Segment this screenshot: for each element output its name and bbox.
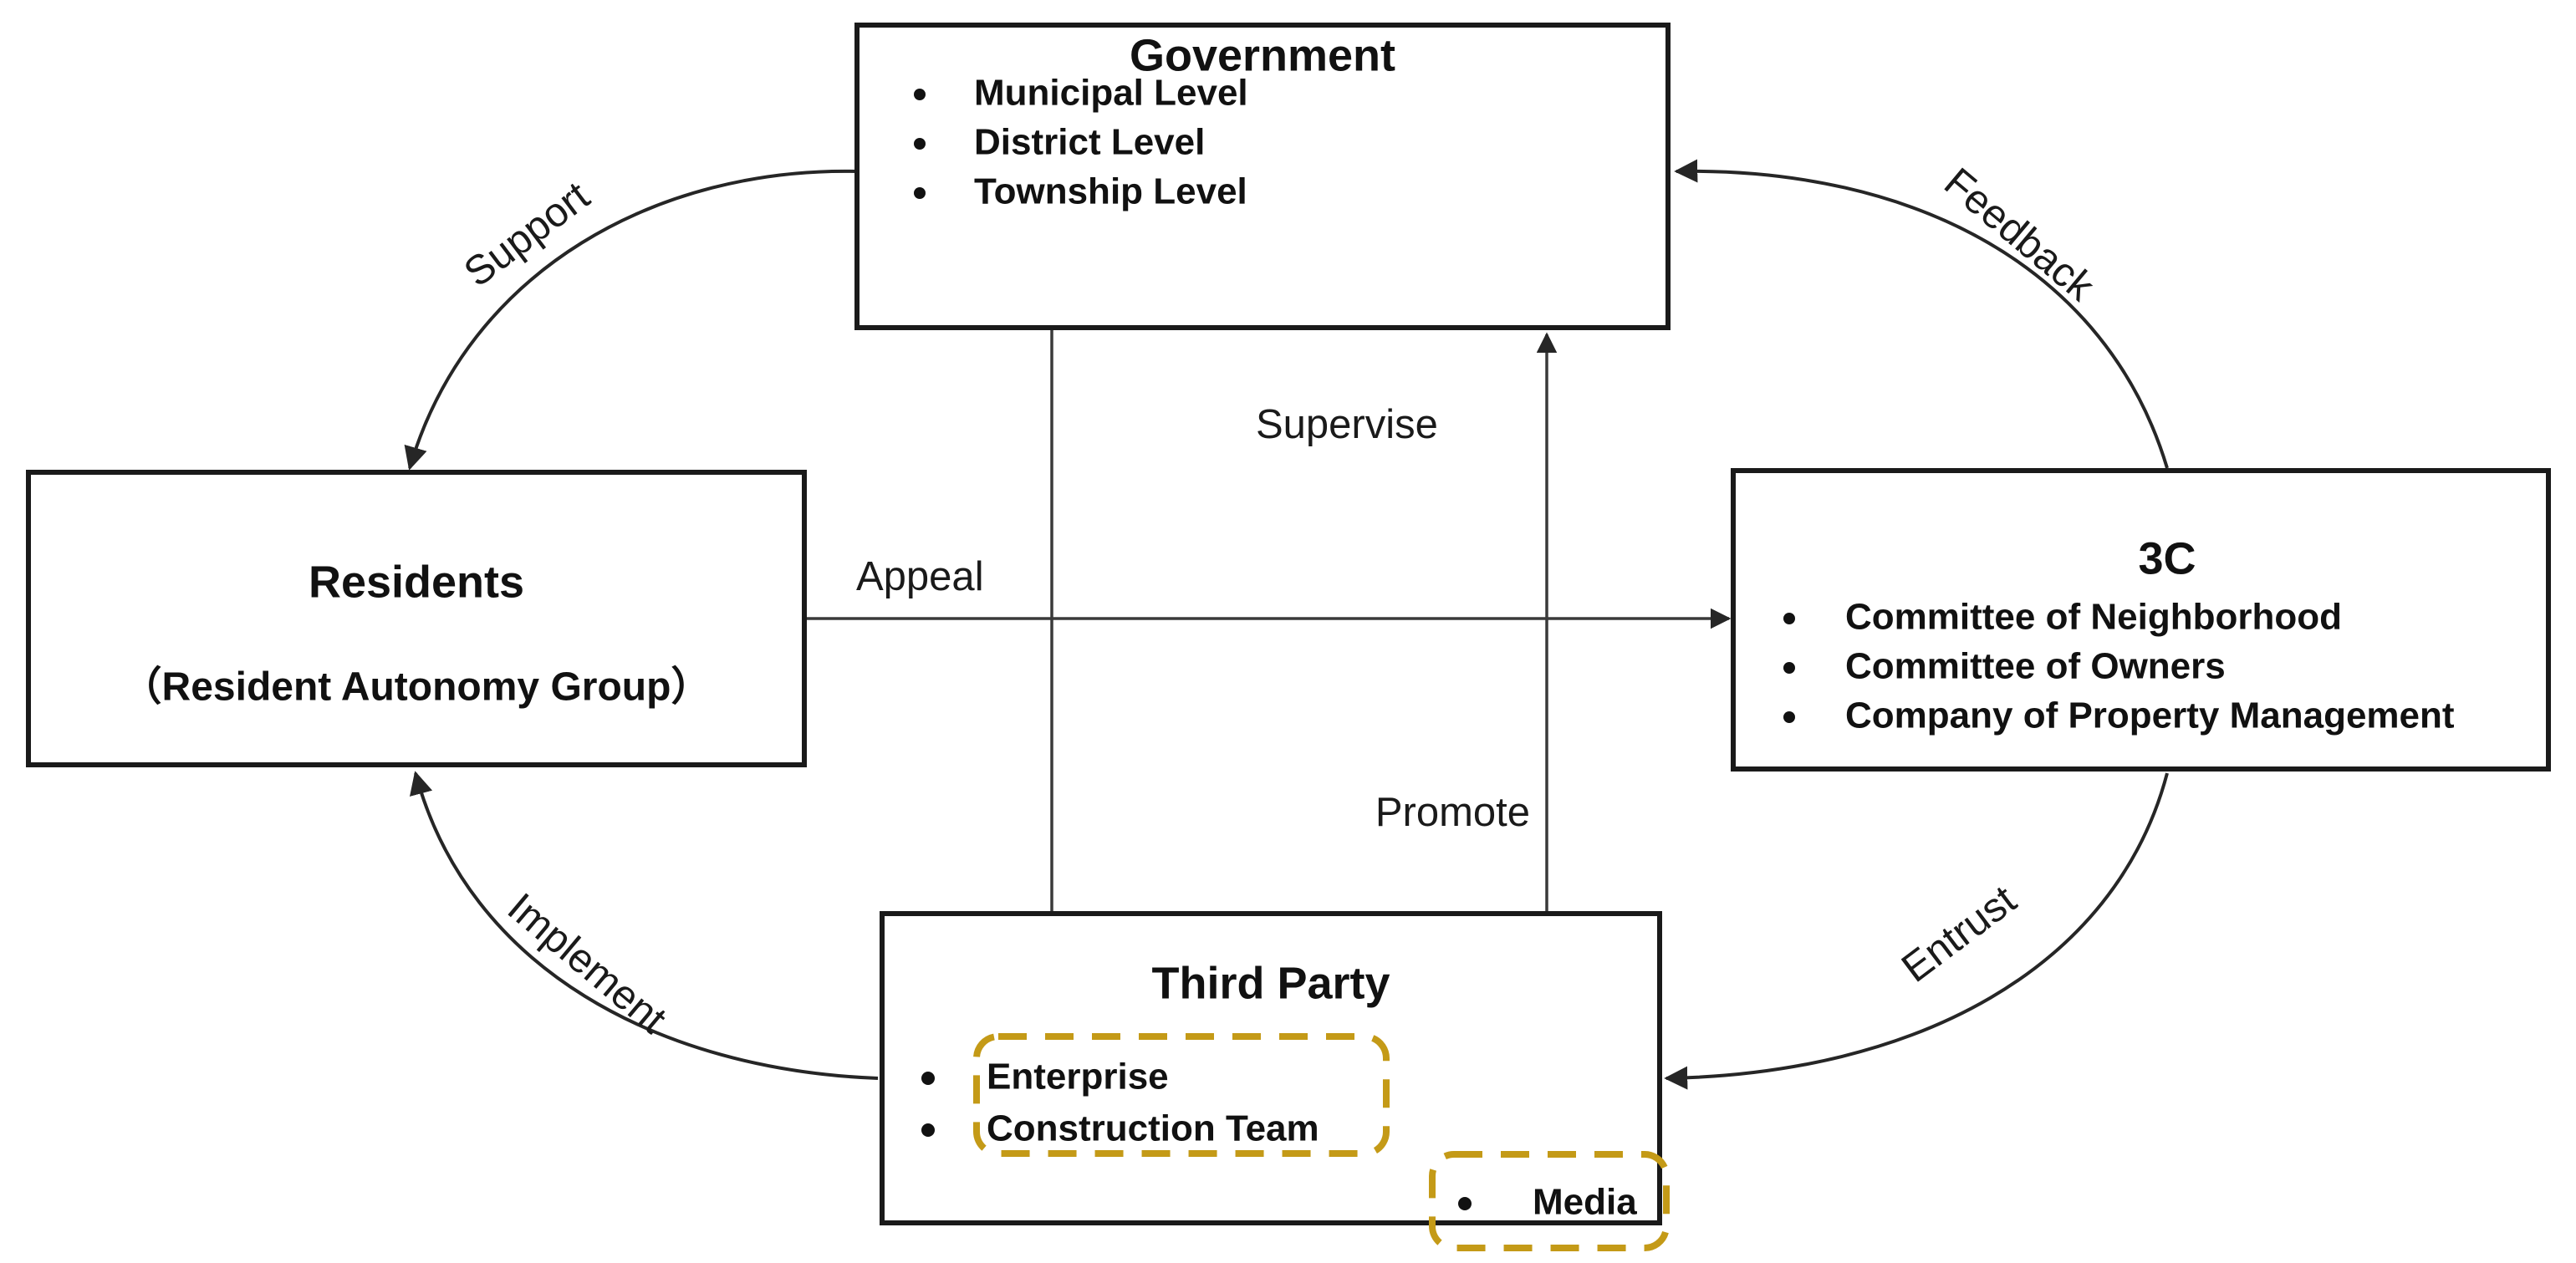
edge-feedback: Feedback	[1674, 159, 2169, 469]
highlight-media	[1429, 1151, 1670, 1251]
bullet-icon	[1783, 662, 1795, 674]
node-3c[interactable]: 3C Committee of Neighborhood Committee o…	[1731, 468, 2551, 772]
feedback-arrow-path	[1674, 159, 2169, 469]
bullet-icon	[914, 138, 926, 150]
node-government[interactable]: Government Municipal Level District Leve…	[854, 23, 1671, 330]
government-item-0: Municipal Level	[974, 73, 1248, 114]
bullet-icon	[1458, 1197, 1472, 1210]
government-title: Government	[1130, 30, 1395, 80]
edge-label-implement: Implement	[499, 884, 675, 1042]
bullet-icon	[1783, 613, 1795, 624]
third-party-item-2: Media	[1533, 1182, 1637, 1223]
third-party-title: Third Party	[1151, 958, 1390, 1008]
edge-entrust: Entrust	[1664, 772, 2169, 1090]
bullet-icon	[1783, 711, 1795, 723]
residents-box[interactable]	[26, 470, 807, 767]
bullet-icon	[914, 89, 926, 100]
edge-label-supervise: Supervise	[1256, 402, 1438, 447]
edge-implement: Implement	[410, 771, 879, 1080]
three-c-item-0: Committee of Neighborhood	[1845, 597, 2342, 638]
three-c-item-1: Committee of Owners	[1845, 646, 2226, 687]
support-arrow-path	[404, 169, 858, 471]
residents-subtitle: （Resident Autonomy Group）	[122, 665, 712, 710]
government-item-2: Township Level	[974, 171, 1247, 212]
third-party-item-0: Enterprise	[987, 1057, 1169, 1097]
edge-label-appeal: Appeal	[856, 554, 984, 599]
government-box[interactable]	[854, 23, 1671, 330]
entrust-arrow-path	[1664, 772, 2169, 1090]
edge-appeal: Appeal	[804, 554, 1732, 629]
edge-label-feedback: Feedback	[1936, 160, 2103, 310]
node-residents[interactable]: Residents （Resident Autonomy Group）	[26, 470, 807, 767]
third-party-item-1: Construction Team	[987, 1108, 1319, 1149]
edge-label-support: Support	[456, 173, 598, 296]
three-c-item-2: Company of Property Management	[1845, 695, 2455, 736]
bullet-icon	[921, 1123, 935, 1137]
node-third-party[interactable]: Third Party Enterprise Construction Team…	[880, 911, 1670, 1251]
third-party-box[interactable]	[880, 911, 1662, 1225]
government-item-1: District Level	[974, 122, 1205, 163]
bullet-icon	[921, 1072, 935, 1085]
residents-title: Residents	[309, 557, 524, 607]
three-c-title: 3C	[2138, 533, 2196, 583]
three-c-box[interactable]	[1731, 468, 2551, 772]
edge-label-entrust: Entrust	[1894, 877, 2025, 991]
highlight-enterprise-construction	[973, 1033, 1390, 1157]
edge-support: Support	[404, 169, 858, 471]
edge-label-promote: Promote	[1375, 790, 1530, 835]
bullet-icon	[914, 187, 926, 199]
implement-arrow-path	[410, 771, 879, 1080]
